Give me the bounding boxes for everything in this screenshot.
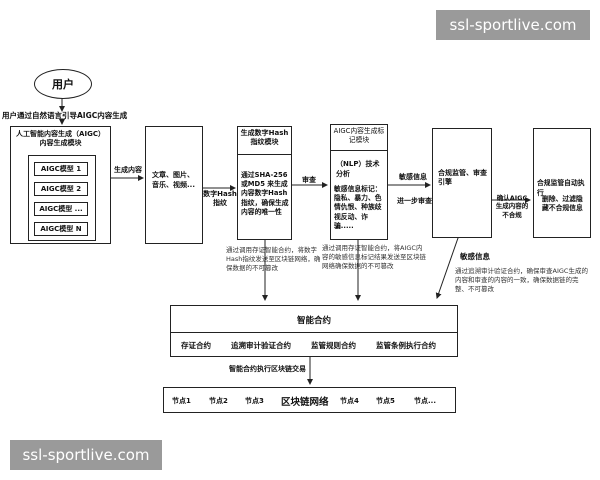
blockchain-network-box: 节点1 节点2 节点3 区块链网络 节点4 节点5 节点...	[163, 387, 456, 413]
blockchain-node: 节点1	[172, 397, 191, 405]
hash-module-title: 生成数字Hash指纹模块	[238, 127, 291, 155]
blockchain-node: 节点4	[340, 397, 359, 405]
watermark-bottom: ssl-sportlive.com	[10, 440, 162, 470]
auto-exec-title: 合规监管自动执行	[537, 179, 585, 197]
edge-label-hash: 数字Hash指纹	[203, 190, 237, 208]
hash-module-body: 通过SHA-256或MD5 来生成内容数字Hash指纹，确保生成内容的唯一性	[241, 171, 289, 216]
compliance-review-engine: 合规监管、审查引擎	[432, 128, 492, 238]
contract-item: 监管条例执行合约	[376, 341, 436, 350]
tag-module-sensitive: 敏感信息标记：隐私、暴力、色情仇恨、种族歧视反动、诈骗.....	[334, 185, 382, 230]
smart-contracts-divider	[171, 332, 457, 333]
aigc-tag-module: AIGC内容生成标记模块 （NLP）技术分析 敏感信息标记：隐私、暴力、色情仇恨…	[330, 124, 388, 240]
note-audit-verify: 通过追溯审计验证合约，确保审查AIGC生成的内容和审查的内容的一致，确保数据链的…	[455, 267, 588, 293]
contract-item: 存证合约	[181, 341, 211, 350]
aigc-model-item: AIGC模型 2	[34, 182, 88, 196]
contract-exec-label: 智能合约执行区块链交易	[229, 365, 306, 373]
smart-contracts-box: 智能合约 存证合约 追溯审计验证合约 监管规则合约 监管条例执行合约	[170, 305, 458, 357]
aigc-model-item: AIGC模型 ...	[34, 202, 88, 216]
blockchain-title: 区块链网络	[281, 397, 329, 408]
edge-label-review: 审查	[302, 176, 316, 184]
note-hash-evidence: 通过调用存证智能合约，将数字Hash指纹发送至区块链网络，确保数据的不可篡改	[226, 246, 321, 272]
blockchain-node: 节点...	[414, 397, 436, 405]
aigc-model-item: AIGC模型 1	[34, 162, 88, 176]
user-caption: 用户通过自然语言引导AIGC内容生成	[2, 111, 128, 120]
edge-label-further: 进一步审查	[397, 197, 432, 205]
aigc-models-group: AIGC模型 1 AIGC模型 2 AIGC模型 ... AIGC模型 N	[28, 155, 96, 241]
edge-label-confirm: 确认AIGC生成内容的不合规	[495, 194, 529, 219]
aigc-module-title: 人工智能内容生成（AIGC）内容生成模块	[16, 130, 105, 148]
edge-label-sensitive: 敏感信息	[399, 173, 427, 181]
content-types-box: 文章、图片、音乐、视频...	[145, 126, 203, 244]
tag-module-nlp: （NLP）技术分析	[336, 160, 380, 178]
smart-contracts-title: 智能合约	[296, 316, 331, 326]
aigc-generation-module: 人工智能内容生成（AIGC）内容生成模块 AIGC模型 1 AIGC模型 2 A…	[10, 126, 111, 244]
compliance-review-text: 合规监管、审查引擎	[438, 169, 487, 187]
blockchain-node: 节点2	[209, 397, 228, 405]
contract-item: 追溯审计验证合约	[231, 341, 291, 350]
note-tag-evidence: 通过调用存证智能合约，将AIGC内容的敏感信息标记结果发送至区块链网络确保数据的…	[322, 244, 426, 270]
auto-execution-module: 合规监管自动执行 删除、过滤隐藏不合规信息	[533, 128, 591, 238]
contract-item: 监管规则合约	[311, 341, 356, 350]
user-node: 用户	[34, 69, 92, 99]
sensitive-info-label: 敏感信息	[460, 252, 490, 261]
edge-label-generate: 生成内容	[114, 166, 142, 174]
blockchain-node: 节点3	[245, 397, 264, 405]
auto-exec-body: 删除、过滤隐藏不合规信息	[542, 195, 583, 213]
watermark-top: ssl-sportlive.com	[436, 10, 590, 40]
tag-module-title: AIGC内容生成标记模块	[331, 125, 387, 151]
hash-fingerprint-module: 生成数字Hash指纹模块 通过SHA-256或MD5 来生成内容数字Hash指纹…	[237, 126, 292, 240]
content-types-text: 文章、图片、音乐、视频...	[152, 171, 195, 189]
aigc-model-item: AIGC模型 N	[34, 222, 88, 236]
arrow-review-contracts	[435, 232, 463, 299]
blockchain-node: 节点5	[376, 397, 395, 405]
